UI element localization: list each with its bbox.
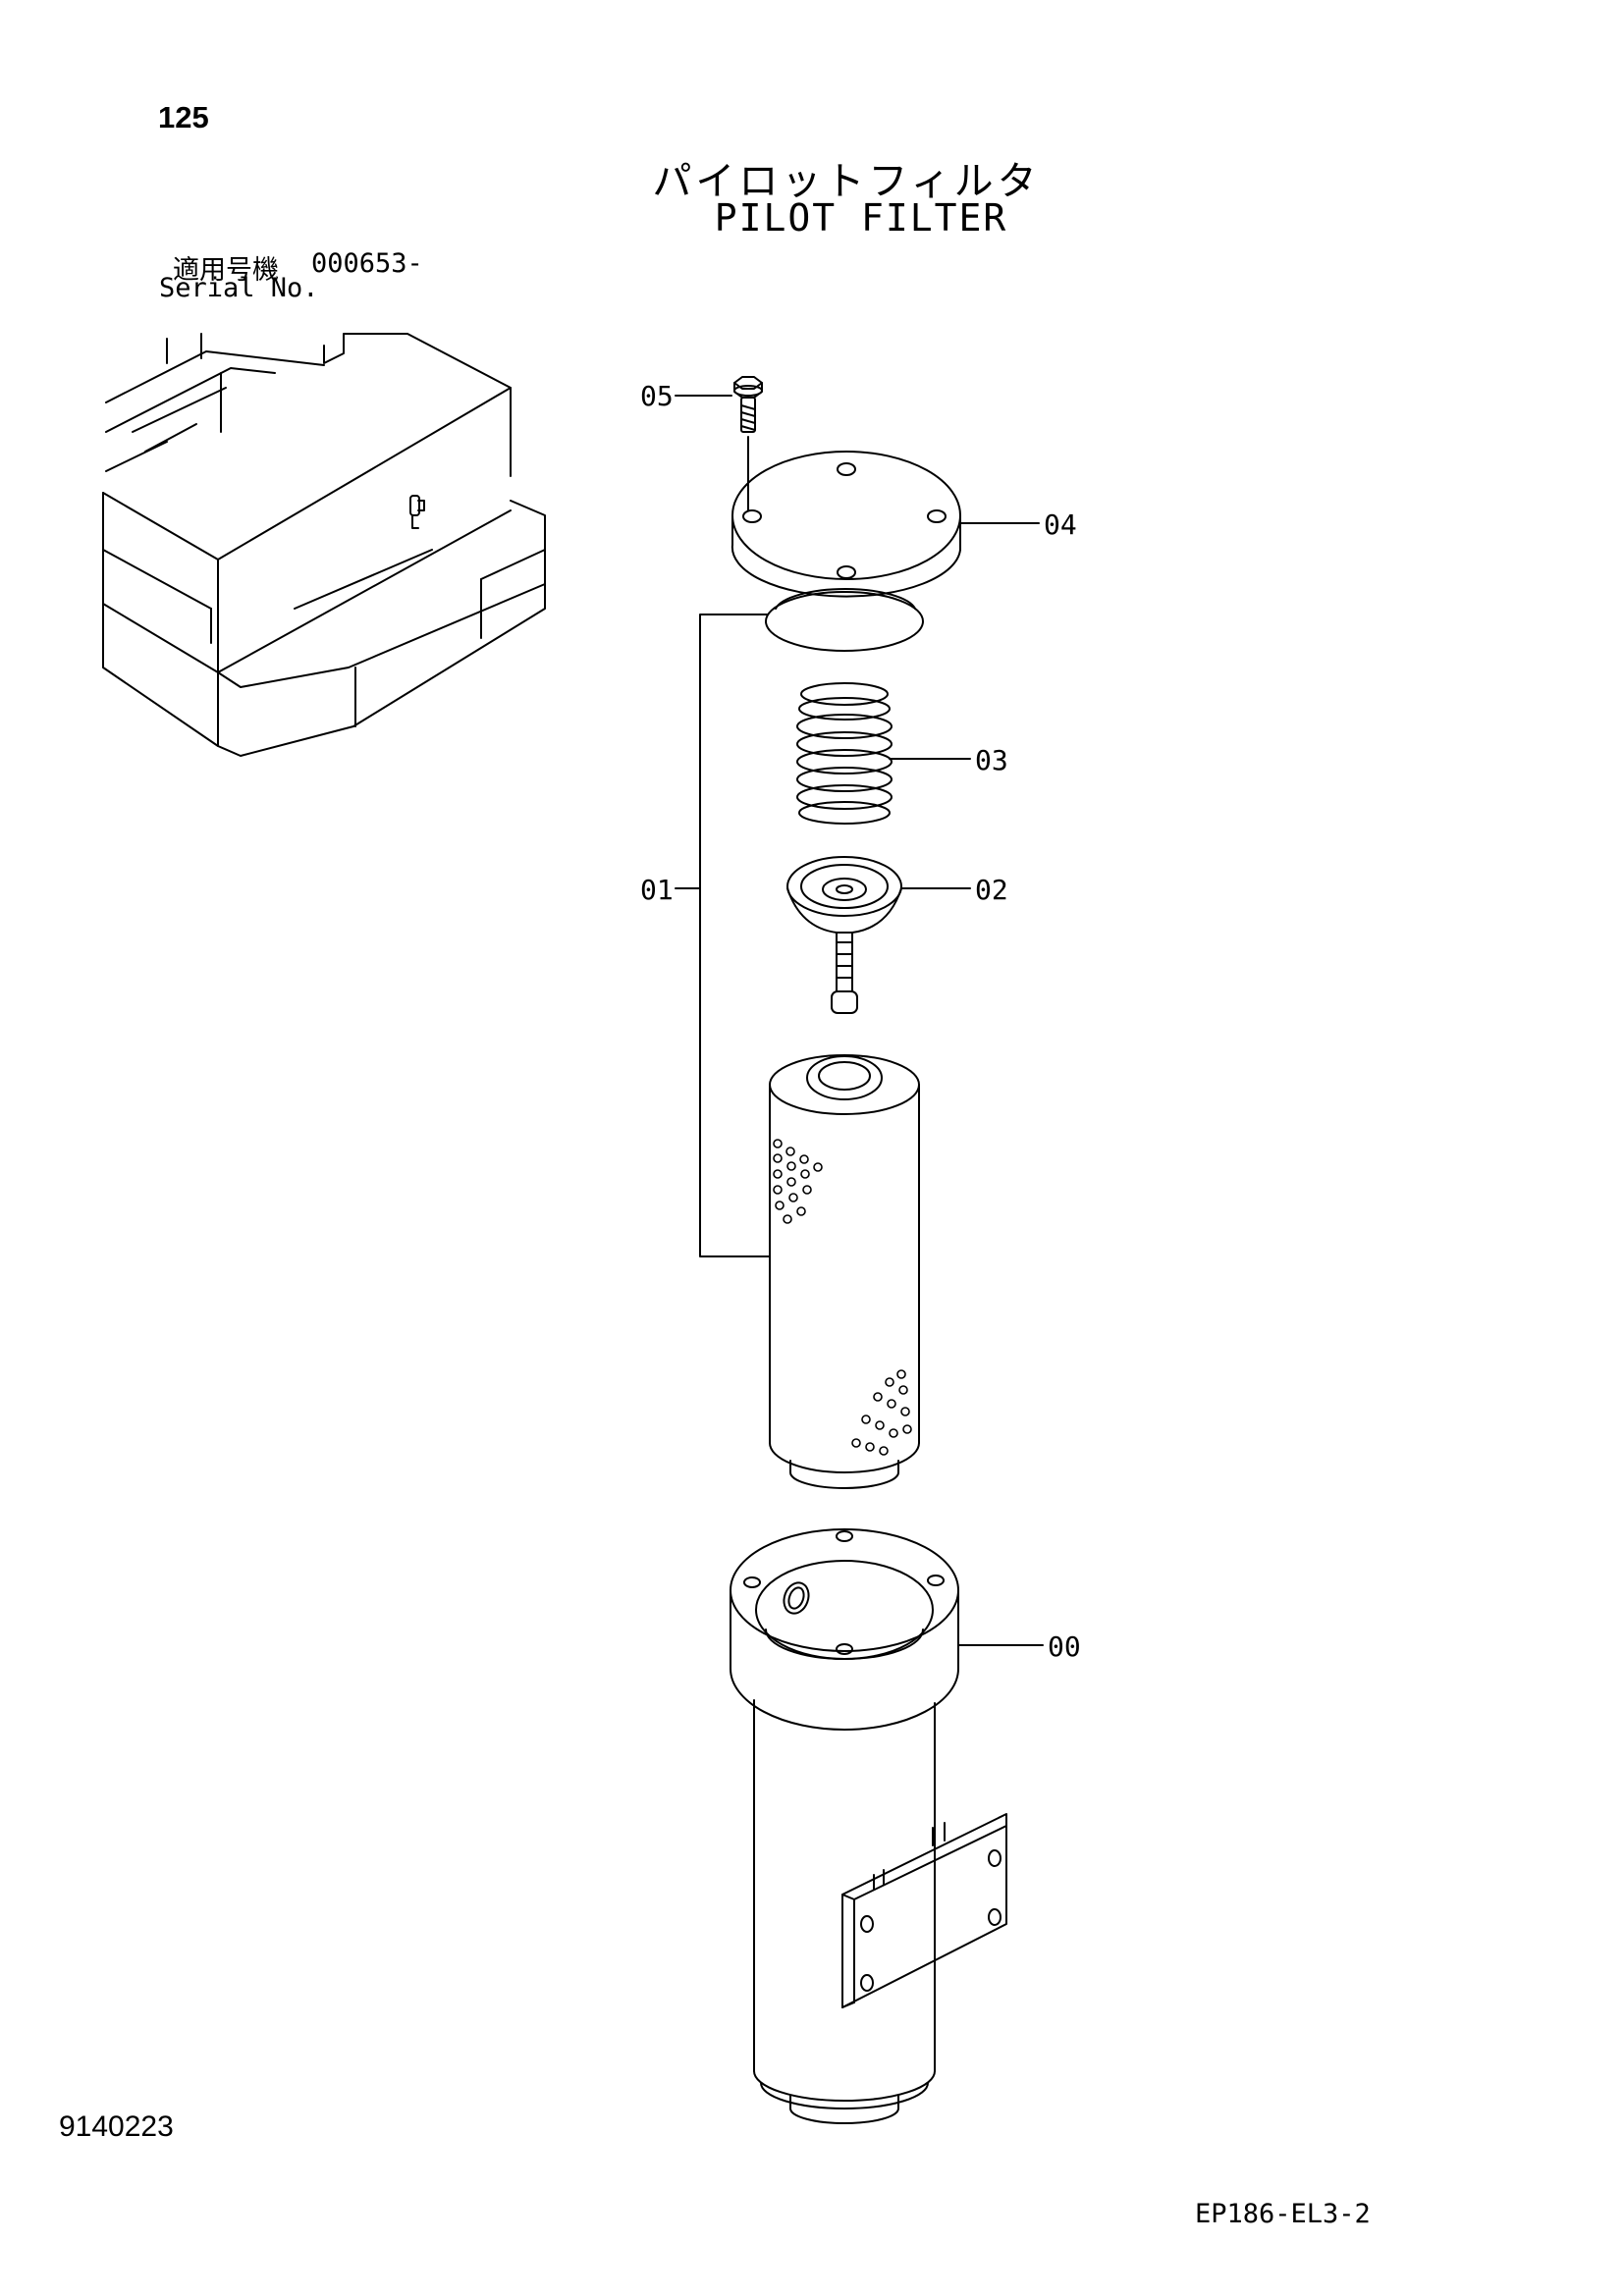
callout-02: 02	[975, 874, 1008, 906]
page-number: 125	[158, 100, 209, 134]
part-01-filter-element	[769, 1054, 920, 1489]
serial-label-japanese: 適用号機	[173, 255, 279, 286]
machine-location-key	[102, 333, 546, 757]
leader-lines	[675, 395, 1044, 1646]
part-04-cover	[731, 451, 961, 598]
part-05-bolt	[733, 376, 763, 511]
sheet-code: EP186-EL3-2	[1195, 2199, 1371, 2229]
title-english: PILOT FILTER	[714, 196, 1008, 240]
callout-01: 01	[640, 874, 674, 906]
document-code: 9140223	[59, 2110, 174, 2143]
part-03-spring	[796, 682, 893, 825]
part-01-o-ring	[765, 588, 924, 652]
callout-05: 05	[640, 380, 674, 412]
serial-label-english: Serial No.	[159, 273, 319, 303]
callout-03: 03	[975, 744, 1008, 776]
callout-04: 04	[1044, 508, 1077, 541]
part-02-valve	[786, 856, 902, 1014]
callout-00: 00	[1048, 1630, 1081, 1663]
title-japanese: パイロットフィルタ	[652, 159, 1041, 204]
part-00-housing	[730, 1528, 1007, 2124]
serial-range: 000653-	[311, 248, 423, 279]
